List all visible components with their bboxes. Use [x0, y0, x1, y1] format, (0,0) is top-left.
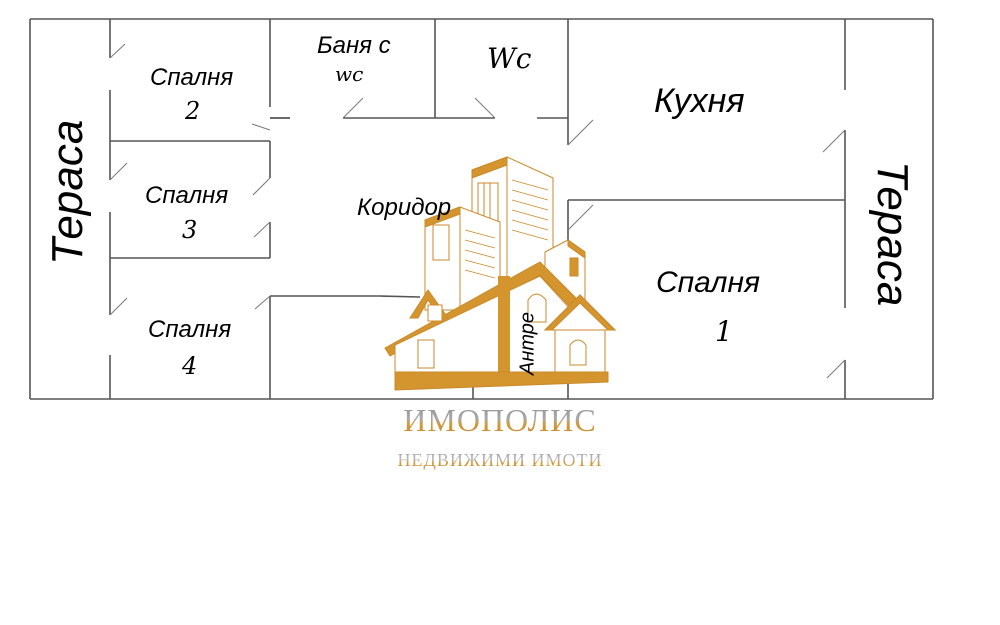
bedroom-3-number: 3 — [182, 216, 198, 244]
bedroom-3-label: Спалня — [145, 182, 229, 209]
kitchen-label: Кухня — [654, 82, 745, 120]
bedroom-1-number: 1 — [715, 315, 733, 348]
bathroom-label: Баня с — [317, 32, 391, 59]
bedroom-4-label: Спалня — [148, 316, 232, 343]
wc-label: Wc — [487, 42, 532, 75]
bedroom-4-number: 4 — [182, 352, 198, 380]
terrace-left-label: Тераса — [43, 119, 92, 265]
watermark-brand-name: ИМОПОЛИС — [0, 402, 1000, 439]
logo-buildings-icon — [384, 156, 617, 391]
terrace-right-label: Тераса — [868, 161, 917, 307]
watermark-tagline: НЕДВИЖИМИ ИМОТИ — [0, 450, 1000, 471]
entrance-label: Антре — [516, 311, 539, 376]
bedroom-1-label: Спалня — [656, 266, 760, 299]
door-swings — [109, 43, 846, 379]
corridor-label: Коридор — [357, 194, 452, 221]
bedroom-2-label: Спалня — [150, 64, 234, 91]
bathroom-wc-label: wc — [335, 62, 364, 86]
bedroom-2-number: 2 — [185, 97, 201, 125]
